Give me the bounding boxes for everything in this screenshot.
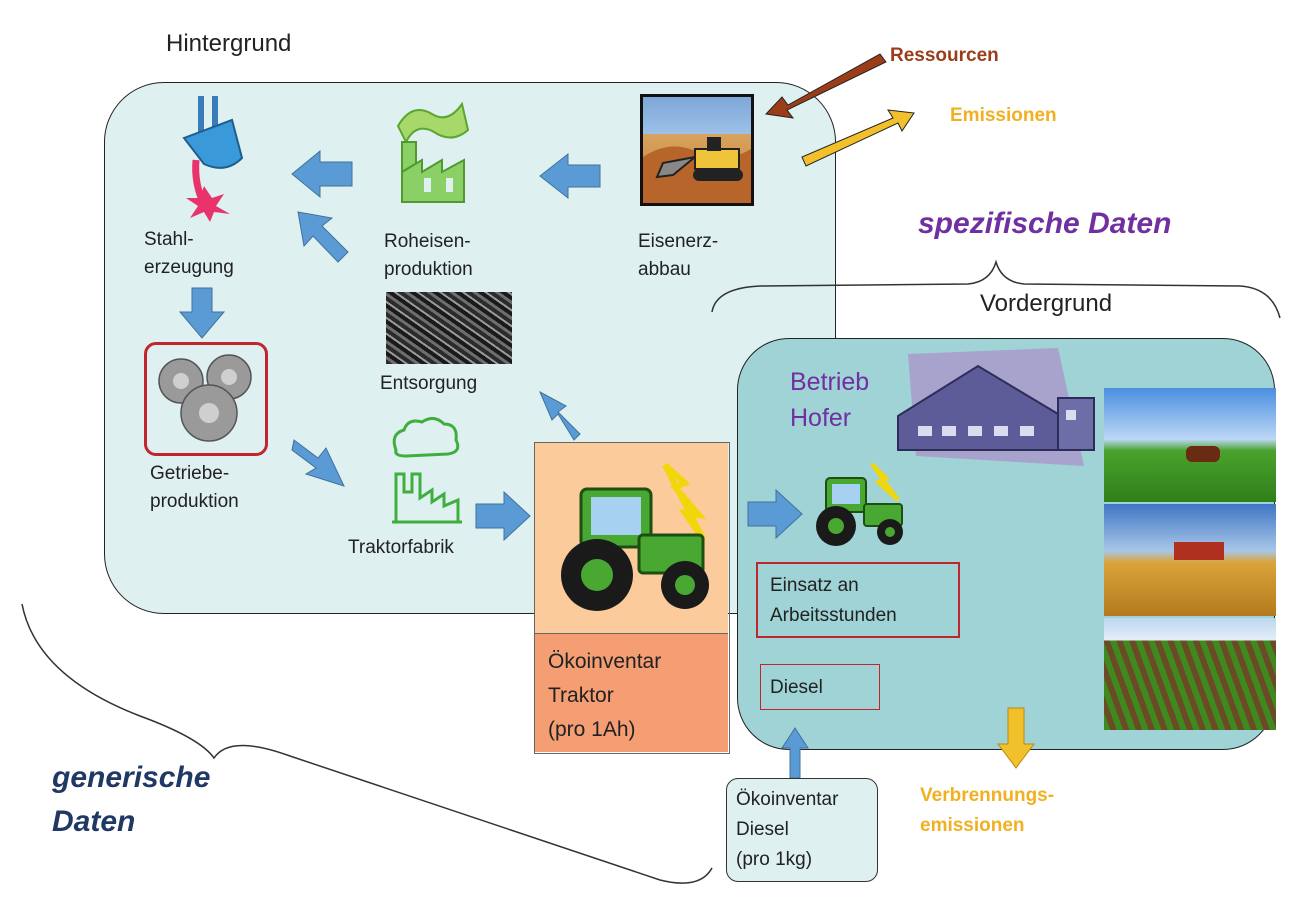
spezifische-daten-label: spezifische Daten bbox=[918, 207, 1172, 240]
traktor-box bbox=[534, 442, 730, 754]
cow-shape bbox=[1186, 446, 1220, 462]
stahl-label-2: erzeugung bbox=[144, 257, 234, 278]
vordergrund-title: Vordergrund bbox=[980, 290, 1113, 317]
gears-box bbox=[144, 342, 268, 456]
oeko-traktor-label-2: Traktor bbox=[548, 684, 614, 707]
getriebe-label-1: Getriebe- bbox=[150, 463, 230, 484]
generische-label-2: Daten bbox=[52, 805, 136, 838]
gears-icon bbox=[158, 354, 252, 442]
verbrennung-label-2: emissionen bbox=[920, 815, 1025, 836]
arrow-traktor-to-betrieb bbox=[747, 488, 803, 540]
cattle-field-photo bbox=[1104, 388, 1276, 502]
einsatz-box bbox=[756, 562, 960, 638]
arrow-traktor-to-entsorgung bbox=[538, 390, 581, 441]
generische-label-1: generische bbox=[52, 761, 211, 794]
crop-rows-photo bbox=[1104, 618, 1276, 730]
oeko-diesel-label-1: Ökoinventar bbox=[736, 789, 839, 810]
scrap-pile-photo bbox=[386, 292, 512, 364]
factory-outline-icon bbox=[386, 414, 466, 526]
oeko-traktor-cell bbox=[535, 634, 728, 752]
eisenerz-label-2: abbau bbox=[638, 259, 691, 280]
arrow-verbrennung-down bbox=[997, 707, 1035, 769]
mining-excavator-icon bbox=[640, 94, 754, 206]
harvester-shape bbox=[1174, 542, 1224, 560]
hintergrund-title: Hintergrund bbox=[166, 30, 292, 57]
emissionen-label: Emissionen bbox=[950, 105, 1057, 126]
oeko-traktor-label-3: (pro 1Ah) bbox=[548, 718, 636, 741]
getriebe-label-2: produktion bbox=[150, 491, 239, 512]
arrow-eisenerz-to-roheisen bbox=[539, 152, 601, 200]
vordergrund-brace bbox=[711, 259, 1281, 319]
betrieb-label-2: Hofer bbox=[790, 404, 852, 432]
arrow-roheisen-to-stahl-diag bbox=[297, 211, 349, 263]
arrow-stahl-to-getriebe bbox=[178, 287, 226, 339]
oeko-diesel-label-3: (pro 1kg) bbox=[736, 849, 813, 870]
verbrennung-label-1: Verbrennungs- bbox=[920, 785, 1055, 806]
arrow-getriebe-to-traktorfabrik bbox=[291, 439, 345, 487]
arrow-traktorfabrik-to-traktor bbox=[475, 490, 531, 542]
einsatz-label-2: Arbeitsstunden bbox=[770, 605, 897, 626]
diesel-box bbox=[760, 664, 880, 710]
traktor-image-area bbox=[535, 443, 728, 634]
roheisen-label-1: Roheisen- bbox=[384, 231, 471, 252]
small-tractor-icon bbox=[808, 460, 918, 552]
arrow-roheisen-to-stahl bbox=[291, 149, 353, 199]
oeko-diesel-label-2: Diesel bbox=[736, 819, 789, 840]
oeko-diesel-box bbox=[726, 778, 878, 882]
emissionen-arrow bbox=[801, 109, 915, 167]
einsatz-label-1: Einsatz an bbox=[770, 575, 859, 596]
generische-brace bbox=[21, 603, 713, 884]
factory-icon bbox=[392, 94, 472, 204]
barn-icon bbox=[888, 346, 1100, 474]
oeko-traktor-label-1: Ökoinventar bbox=[548, 650, 662, 673]
entsorgung-label: Entsorgung bbox=[380, 373, 478, 394]
pouring-steel-icon bbox=[176, 94, 256, 222]
arrow-diesel-up bbox=[781, 727, 809, 779]
diesel-label: Diesel bbox=[770, 677, 823, 698]
stahl-label-1: Stahl- bbox=[144, 229, 194, 250]
eisenerz-label-1: Eisenerz- bbox=[638, 231, 719, 252]
traktorfabrik-label: Traktorfabrik bbox=[348, 537, 454, 558]
betrieb-label-1: Betrieb bbox=[790, 368, 870, 396]
tractor-icon bbox=[561, 462, 709, 611]
ressourcen-arrow bbox=[764, 53, 887, 119]
roheisen-label-2: produktion bbox=[384, 259, 473, 280]
combine-harvester-photo bbox=[1104, 504, 1276, 616]
ressourcen-label: Ressourcen bbox=[890, 45, 999, 66]
